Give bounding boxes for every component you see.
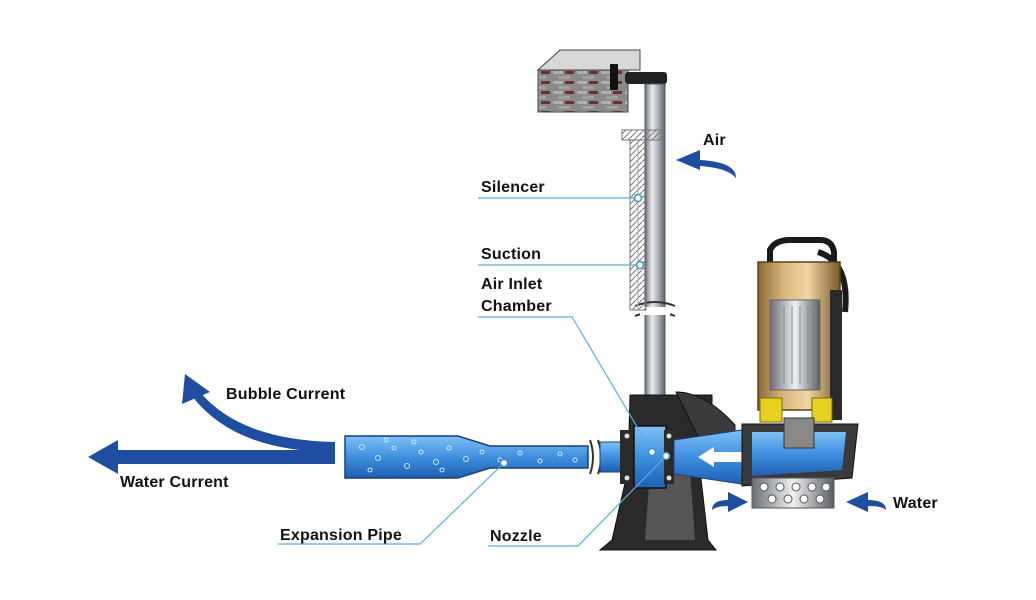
label-water-current: Water Current: [120, 474, 229, 491]
suction-pipe: [634, 83, 676, 405]
leader-expansion: [278, 462, 505, 545]
label-silencer: Silencer: [481, 179, 545, 196]
label-expansion-pipe: Expansion Pipe: [280, 527, 402, 544]
submersible-pump: [741, 237, 859, 509]
expansion-pipe: [344, 435, 602, 479]
air-inlet-chamber: [599, 425, 748, 489]
bubble-current-arrow: [182, 374, 335, 452]
water-current-arrow: [88, 440, 335, 474]
label-air-inlet-line1: Air Inlet: [481, 276, 543, 293]
air-arrow: [676, 150, 736, 178]
label-nozzle: Nozzle: [490, 528, 542, 545]
water-inflow-arrow-right: [846, 492, 886, 512]
leader-air-inlet: [478, 316, 653, 453]
leader-dots: [499, 193, 671, 468]
water-inflow-arrow-left: [712, 492, 748, 512]
leader-lines: [278, 197, 667, 547]
label-bubble-current: Bubble Current: [226, 386, 346, 403]
concrete-slab: [536, 49, 667, 113]
leader-nozzle: [488, 455, 667, 547]
label-air: Air: [703, 132, 726, 149]
label-water: Water: [893, 495, 938, 512]
label-air-inlet-line2: Chamber: [481, 298, 552, 315]
label-suction: Suction: [481, 246, 542, 263]
